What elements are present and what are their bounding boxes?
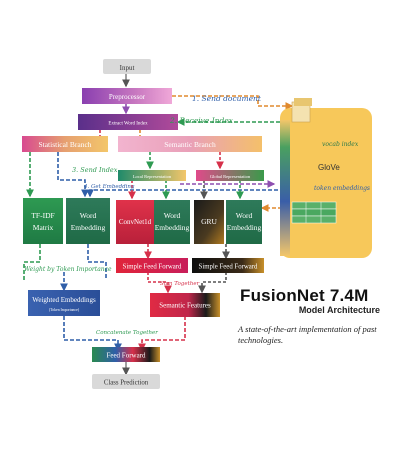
svg-text:Embedding: Embedding [71, 223, 106, 232]
label-send-document: 1. Send document [192, 94, 262, 103]
edge-get-embedding [86, 189, 278, 198]
svg-text:Input: Input [120, 64, 135, 72]
glove-embedding-table [291, 201, 337, 224]
svg-text:token embeddings: token embeddings [314, 185, 370, 192]
node-semantic-branch: Semantic Branch [118, 136, 262, 152]
svg-text:GRU: GRU [201, 217, 217, 226]
edge-semf-ff [138, 316, 186, 352]
node-class-prediction: Class Prediction [92, 374, 160, 389]
node-preprocessor: Preprocessor [82, 88, 172, 104]
svg-text:Local Representation: Local Representation [133, 174, 172, 179]
node-tfidf-matrix: TF-IDF Matrix [23, 198, 63, 244]
svg-text:(Token Importance): (Token Importance) [49, 308, 80, 312]
model-description: A state-of-the-art implementation of pas… [238, 324, 377, 345]
edge-sff2-sum [198, 272, 227, 294]
node-word-embedding-global: Word Embedding [226, 200, 262, 244]
svg-text:ConvNet1d: ConvNet1d [119, 218, 152, 226]
svg-text:Word: Word [80, 211, 97, 220]
node-local-representation: Local Representation [118, 170, 186, 181]
edge-tfidf-weight [23, 244, 41, 280]
node-input: Input [103, 59, 151, 74]
edge-we-weight [87, 244, 107, 280]
annotations: 1. Send document 2. Receive Index 3. Sen… [24, 94, 262, 336]
svg-text:Matrix: Matrix [33, 223, 54, 232]
node-glove: GloVe vocab index token embeddings [280, 98, 372, 258]
node-statistical-branch: Statistical Branch [22, 136, 108, 152]
svg-text:Preprocessor: Preprocessor [109, 93, 146, 101]
edge-send-document [172, 95, 294, 110]
node-global-representation: Global Representation [196, 170, 264, 181]
svg-text:Semantic Branch: Semantic Branch [164, 140, 216, 149]
node-extract-word-index: Extract Word Index [78, 114, 178, 130]
node-convnet1d: ConvNet1d [116, 200, 154, 244]
node-gru: GRU [194, 200, 224, 244]
svg-text:GloVe: GloVe [318, 163, 340, 172]
label-get-embedding: 4. Get Embedding [83, 184, 135, 190]
svg-text:TF-IDF: TF-IDF [31, 211, 54, 220]
node-simple-feed-forward-gru: Simple Feed Forward [192, 258, 264, 273]
svg-text:Word: Word [164, 211, 181, 220]
node-semantic-features: Semantic Features [150, 293, 220, 317]
node-simple-feed-forward-conv: Simple Feed Forward [116, 258, 188, 273]
svg-text:Word: Word [236, 211, 253, 220]
label-sum-together: Sum Together [160, 281, 200, 287]
connectors [23, 74, 294, 376]
model-title: FusionNet 7.4M [240, 286, 369, 305]
svg-text:Statistical Branch: Statistical Branch [38, 140, 91, 149]
svg-text:Extract Word Index: Extract Word Index [108, 122, 148, 127]
svg-text:Feed Forward: Feed Forward [106, 352, 146, 360]
node-word-embedding-local: Word Embedding [154, 200, 190, 244]
svg-text:Simple Feed Forward: Simple Feed Forward [123, 264, 183, 271]
svg-text:Weighted Embeddings: Weighted Embeddings [32, 296, 96, 304]
label-receive-index: 2. Receive Index [169, 116, 234, 125]
label-send-index: 3. Send Index [72, 166, 118, 174]
svg-text:Class Prediction: Class Prediction [104, 380, 149, 387]
node-feed-forward: Feed Forward [92, 347, 160, 362]
edge-sff1-sum [147, 272, 172, 294]
svg-text:Global Representation: Global Representation [210, 174, 251, 179]
node-weighted-embeddings: Weighted Embeddings (Token Importance) [28, 290, 100, 316]
svg-text:vocab index: vocab index [322, 141, 359, 148]
node-word-embedding-stat: Word Embedding [66, 198, 110, 244]
svg-text:Semantic Features: Semantic Features [159, 302, 211, 310]
edge-stat-down2 [57, 152, 89, 198]
svg-text:Embedding: Embedding [227, 223, 262, 232]
title-block: FusionNet 7.4M Model Architecture [240, 286, 390, 315]
label-weight-by-token-importance: Weight by Token Importance [24, 266, 112, 273]
edge-wemb-ff [63, 316, 122, 352]
model-subtitle: Model Architecture [298, 305, 380, 315]
svg-text:Embedding: Embedding [155, 223, 190, 232]
label-concatenate-together: Concatenate Together [96, 330, 158, 336]
svg-text:Simple Feed Forward: Simple Feed Forward [199, 264, 259, 271]
